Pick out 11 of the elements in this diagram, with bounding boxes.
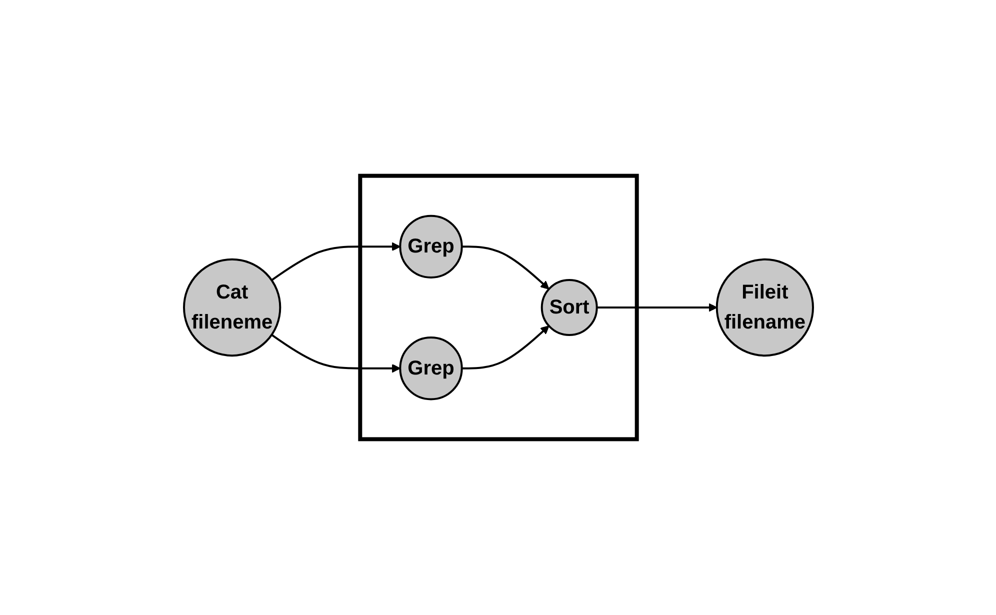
arrow <box>461 246 549 290</box>
arrow <box>270 242 400 281</box>
node-circle: Grep <box>398 336 462 400</box>
arrow <box>461 326 549 370</box>
node-circle: Grep <box>398 214 462 278</box>
node-circle: Sort <box>540 279 598 336</box>
cluster <box>358 174 638 442</box>
node-circle: Fileit filename <box>715 258 814 357</box>
node-circle: Cat fileneme <box>182 258 281 357</box>
arrow <box>270 334 400 373</box>
arrow <box>596 303 717 312</box>
